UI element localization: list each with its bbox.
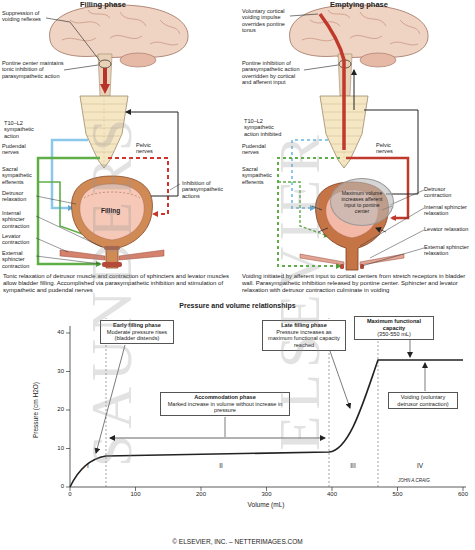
box-text: (350-550 mL) bbox=[357, 331, 431, 338]
tick-label: 400 bbox=[322, 491, 342, 498]
tick-label: 500 bbox=[388, 491, 408, 498]
muscle-label: External sphincter contraction bbox=[2, 250, 36, 269]
y-ticks bbox=[66, 333, 70, 487]
nerve-label: Pudendal nerves bbox=[2, 143, 38, 156]
pointer-arrow bbox=[425, 363, 426, 391]
leader-line bbox=[46, 18, 100, 61]
box-text: Pressure increases as maximum functional… bbox=[265, 329, 343, 349]
leader-line bbox=[170, 184, 180, 190]
tick-label: 600 bbox=[453, 491, 473, 498]
x-axis bbox=[70, 487, 466, 488]
note-label: Pontine inhibition of parasympathetic ac… bbox=[242, 60, 304, 86]
muscle-label: External sphincter relaxation bbox=[424, 244, 472, 257]
brain bbox=[50, 5, 189, 96]
tick-label: 100 bbox=[126, 491, 146, 498]
box-text: Moderate pressure rises (bladder distend… bbox=[103, 329, 171, 342]
nerve-label: T10–L2 sympathetic action inhibited bbox=[244, 118, 282, 137]
note-label: Inhibition of parasympathetic actions bbox=[182, 180, 230, 199]
afferent-ascending bbox=[354, 70, 355, 110]
tick-label: 200 bbox=[191, 491, 211, 498]
chart-title: Pressure and volume relationships bbox=[130, 302, 345, 310]
internal-sphincter bbox=[104, 246, 120, 250]
box-text: Marked increase in volume without increa… bbox=[163, 401, 287, 414]
box-heading: Late filling phase bbox=[265, 322, 343, 329]
box-text: Voiding (voluntary detrusor contraction) bbox=[391, 394, 455, 407]
highlight-circle: Maximum volume increases afferent input … bbox=[330, 178, 394, 226]
bladder-lumen bbox=[80, 184, 144, 240]
accommodation-span-arrow bbox=[110, 438, 325, 439]
box-heading: Maximum functional capacity bbox=[357, 318, 431, 331]
voluntary-impulse bbox=[320, 14, 344, 150]
leader-line bbox=[290, 14, 318, 16]
levator-muscle bbox=[60, 250, 164, 260]
emptying-panel bbox=[278, 5, 428, 270]
artist-signature: JOHN A.CRAIG bbox=[398, 478, 458, 483]
pointer-arrow bbox=[96, 345, 125, 453]
nerve-label: Sacral sympathetic efferents bbox=[242, 166, 278, 185]
leader-line bbox=[304, 65, 338, 70]
box-heading: Early filling phase bbox=[103, 322, 171, 329]
tick-label: 20 bbox=[48, 406, 64, 413]
leader-line bbox=[36, 196, 102, 264]
tick-label: 0 bbox=[48, 483, 64, 490]
phase-heading: Emptying phase bbox=[330, 1, 420, 10]
annotation-box: Accommodation phaseMarked increase in vo… bbox=[160, 392, 290, 416]
nerve-label: T10–L2 sympathetic action bbox=[4, 120, 38, 139]
brain bbox=[290, 5, 429, 96]
box-text: Maximum volume increases afferent input … bbox=[338, 190, 386, 215]
bladder-wall bbox=[315, 182, 388, 270]
leader-line bbox=[64, 65, 98, 70]
copyright-line: © ELSEVIER, INC. – NETTERIMAGES.COM bbox=[0, 538, 475, 545]
caption-text: Voiding initiated by afferent input to c… bbox=[242, 273, 472, 294]
note-label: Pontine center maintains tonic inhibitio… bbox=[2, 60, 64, 79]
phase-numeral: IV bbox=[411, 462, 429, 469]
phase-numeral: III bbox=[344, 462, 362, 469]
filling-panel bbox=[36, 5, 188, 268]
nerve-label: Pelvic nerves bbox=[376, 142, 406, 155]
tick-label: 40 bbox=[48, 329, 64, 336]
phase-heading: Filling phase bbox=[80, 1, 170, 10]
phase-numeral: II bbox=[212, 462, 230, 469]
muscle-label: Levator relaxation bbox=[424, 226, 472, 232]
nerve-label: Pudendal nerves bbox=[242, 143, 278, 156]
muscle-label: Internal sphincter contraction bbox=[2, 210, 36, 229]
annotation-box: Late filling phasePressure increases as … bbox=[262, 320, 346, 351]
pointer-arrow bbox=[330, 351, 350, 408]
muscle-label: Detrusor contraction bbox=[424, 186, 472, 199]
caption-text: Tonic relaxation of detrusor muscle and … bbox=[3, 273, 233, 294]
annotation-box: Maximum functional capacity(350-550 mL) bbox=[354, 316, 434, 340]
y-axis bbox=[70, 326, 71, 487]
axis-label: Pressure (cm H2O) bbox=[32, 382, 39, 438]
levator-muscle bbox=[300, 254, 404, 265]
external-sphincter bbox=[340, 264, 344, 269]
muscle-label: Internal sphincter relaxation bbox=[424, 204, 472, 217]
bladder-label: Filling bbox=[101, 207, 127, 214]
tick-label: 0 bbox=[60, 491, 80, 498]
muscle-label: Detrusor relaxation bbox=[2, 190, 36, 203]
tick-label: 10 bbox=[48, 445, 64, 452]
box-heading: Accommodation phase bbox=[163, 394, 287, 401]
nerve-label: Sacral sympathetic efferents bbox=[2, 166, 36, 185]
tick-label: 30 bbox=[48, 368, 64, 375]
pressure-volume-chart bbox=[66, 316, 466, 491]
x-ticks bbox=[70, 487, 463, 491]
tick-label: 300 bbox=[257, 491, 277, 498]
note-label: Suppression of voiding reflexes bbox=[2, 10, 46, 23]
axis-label: Volume (mL) bbox=[216, 501, 316, 508]
filling-level bbox=[84, 192, 140, 198]
annotation-box: Early filling phaseModerate pressure ris… bbox=[100, 320, 174, 344]
note-label: Voluntary cortical voiding impulse overr… bbox=[242, 8, 290, 34]
external-sphincter bbox=[360, 264, 364, 269]
muscle-label: Levator contraction bbox=[2, 233, 36, 246]
annotation-box: Voiding (voluntary detrusor contraction) bbox=[388, 392, 458, 409]
phase-numeral: I bbox=[82, 462, 94, 469]
external-sphincter bbox=[102, 262, 122, 267]
tonic-inhibition-arrow bbox=[103, 68, 107, 88]
pointer-line bbox=[225, 417, 226, 437]
nerve-label: Pelvic nerves bbox=[136, 142, 166, 155]
pressure-curve bbox=[70, 360, 463, 487]
